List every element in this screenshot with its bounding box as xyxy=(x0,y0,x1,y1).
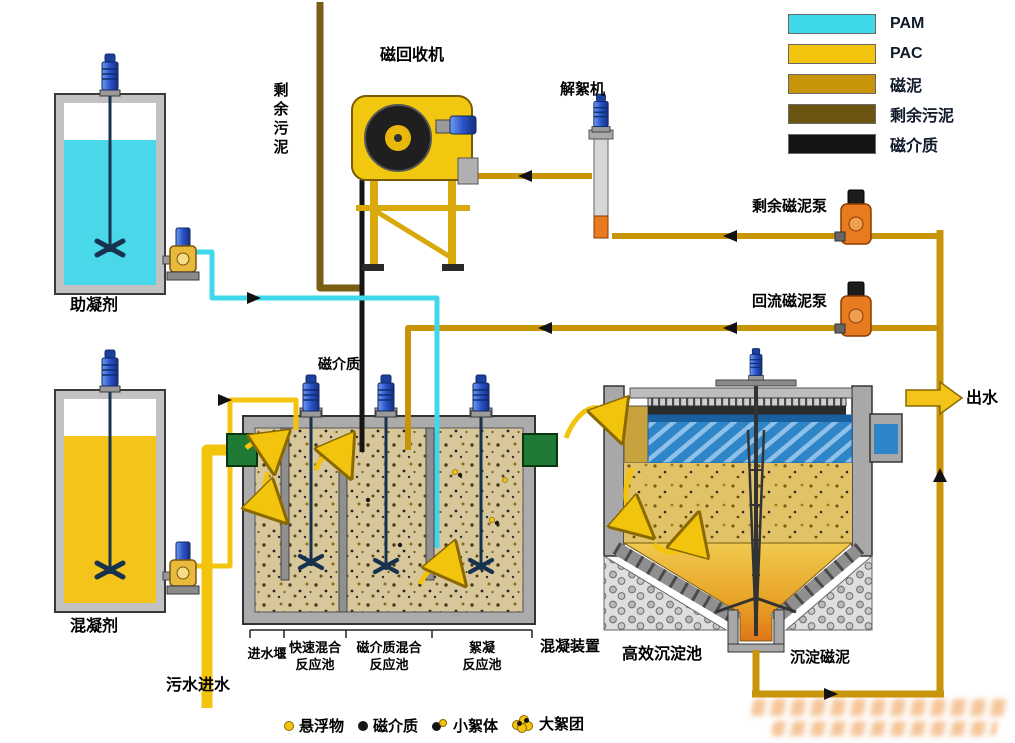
mixer-flocculation xyxy=(470,374,492,572)
legend-item-pam: PAM xyxy=(788,14,954,34)
label-coagulant-tank: 混凝剂 xyxy=(70,618,119,635)
settled-sludge-pipe xyxy=(752,650,944,698)
particle-legend-magnetic-media: 磁介质 xyxy=(358,715,418,736)
legend-label-pac: PAC xyxy=(890,45,923,62)
return-magnetic-sludge-pipe xyxy=(405,325,940,450)
label-deflocculation-machine: 解絮机 xyxy=(560,81,606,98)
flow-arrows-yellow xyxy=(246,408,694,584)
small-floc-icon xyxy=(432,719,448,732)
equipment xyxy=(97,53,872,595)
scraper-drive-motor xyxy=(747,347,765,381)
suspended-solids-icon xyxy=(284,720,294,731)
magnetic-media-icon xyxy=(358,720,368,731)
flow-arrows-black xyxy=(218,170,947,700)
particle-label: 大絮团 xyxy=(539,716,585,733)
legend-swatch-magnetic-media xyxy=(788,134,876,154)
label-excess-sludge-pipe: 剩余污泥 xyxy=(271,82,289,158)
pipes xyxy=(194,2,944,708)
coagulation-reaction-tank xyxy=(242,407,536,625)
color-legend: PAM PAC 磁泥 剩余污泥 磁介质 xyxy=(788,14,955,155)
magnetic-recovery-machine xyxy=(351,95,479,271)
label-coagulant-aid-tank: 助凝剂 xyxy=(70,297,119,314)
tank-outlet-nozzle xyxy=(522,433,558,467)
legend-swatch-pam xyxy=(788,14,876,34)
watermark xyxy=(770,721,999,736)
pam-dosing-pipe xyxy=(194,249,440,548)
legend-label-pam: PAM xyxy=(890,15,925,32)
label-coagulation-unit: 混凝装置 xyxy=(540,638,601,655)
particle-label: 悬浮物 xyxy=(299,718,345,735)
effluent-arrow xyxy=(905,380,964,416)
dosing-pump-pam xyxy=(166,227,200,281)
legend-item-magnetic-media: 磁介质 xyxy=(788,134,954,155)
legend-item-excess-sludge: 剩余污泥 xyxy=(788,104,955,125)
particle-legend-large-floc: 大絮团 xyxy=(512,713,584,734)
particle-legend-small-floc: 小絮体 xyxy=(432,715,498,736)
mixer-rapid-mix xyxy=(300,374,322,568)
legend-swatch-pac xyxy=(788,44,876,64)
legend-item-pac: PAC xyxy=(788,44,954,64)
legend-label-excess-sludge: 剩余污泥 xyxy=(890,108,955,125)
watermark xyxy=(750,699,1010,716)
scraper xyxy=(715,386,797,636)
coagulant-tank xyxy=(54,389,173,613)
zone-label-rapid-mix: 快速混合 反应池 xyxy=(288,640,341,672)
coagulant-aid-tank xyxy=(54,93,173,295)
legend-item-magnetic-sludge: 磁泥 xyxy=(788,74,954,95)
zone-brackets xyxy=(249,629,533,638)
excess-magnetic-sludge-pump xyxy=(834,189,872,245)
label-return-magnetic-sludge-pump: 回流磁泥泵 xyxy=(752,293,828,310)
label-settled-magnetic-sludge: 沉淀磁泥 xyxy=(790,649,851,666)
legend-swatch-magnetic-sludge xyxy=(788,74,876,94)
zone-label-magnetic-mix: 磁介质混合 反应池 xyxy=(356,640,422,672)
particle-legend-suspended-solids: 悬浮物 xyxy=(284,715,344,736)
legend-label-magnetic-media: 磁介质 xyxy=(890,138,939,155)
particle-label: 小絮体 xyxy=(453,718,499,735)
excess-sludge-pipe xyxy=(316,2,360,292)
mixer-coagulant xyxy=(97,349,123,577)
raw-water-inlet-pipe xyxy=(201,444,234,708)
legend-label-magnetic-sludge: 磁泥 xyxy=(890,78,923,95)
label-excess-magnetic-sludge-pump: 剩余磁泥泵 xyxy=(752,198,828,215)
return-magnetic-sludge-pump xyxy=(834,281,872,337)
label-magnetic-media-line: 磁介质 xyxy=(318,356,360,372)
label-sedimentation-tank: 高效沉淀池 xyxy=(622,646,703,663)
zone-label-inlet-weir: 进水堰 xyxy=(247,646,287,661)
label-raw-water-inlet: 污水进水 xyxy=(166,677,231,694)
legend-swatch-excess-sludge xyxy=(788,104,876,124)
mixer-coagulant-aid xyxy=(97,53,123,255)
dosing-pump-pac xyxy=(166,541,200,595)
label-magnetic-recovery-machine: 磁回收机 xyxy=(380,47,445,64)
zone-label-flocculation: 絮凝 反应池 xyxy=(462,640,502,672)
sedimentation-tank xyxy=(603,379,903,653)
mixer-magnetic-mix xyxy=(375,374,397,572)
tank-inlet-nozzle xyxy=(226,433,258,467)
particle-label: 磁介质 xyxy=(373,718,419,735)
deflocculation-machine xyxy=(588,93,614,239)
large-floc-icon xyxy=(512,715,534,733)
label-effluent: 出水 xyxy=(966,390,999,407)
